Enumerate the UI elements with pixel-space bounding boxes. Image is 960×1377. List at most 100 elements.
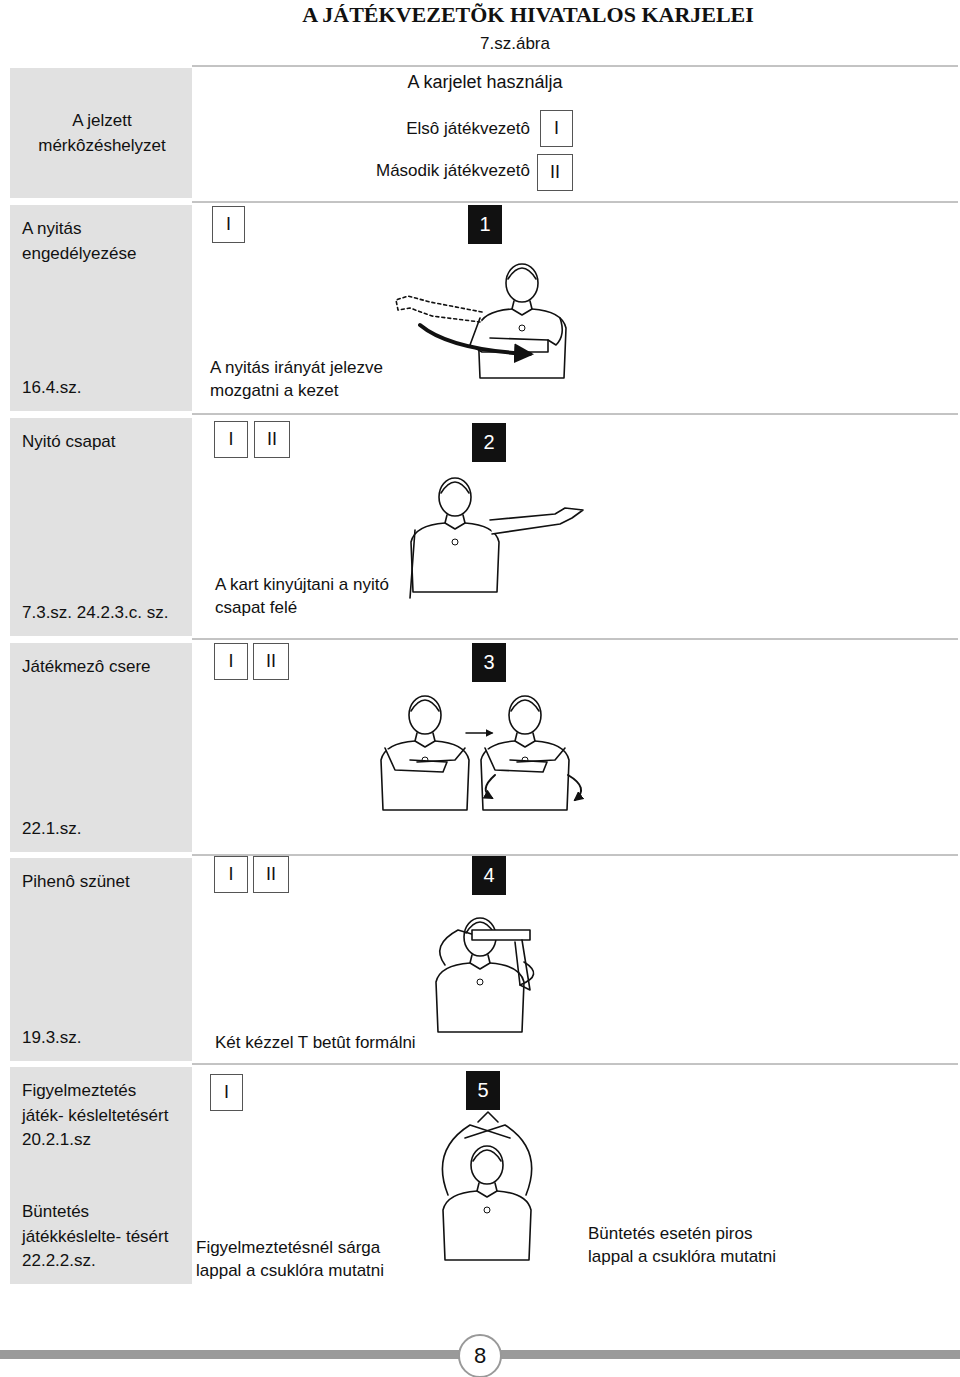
situation-cell: Játékmezô csere 22.1.sz. xyxy=(10,643,192,852)
node-label: I xyxy=(226,214,231,235)
row-rule xyxy=(192,66,958,67)
referee-box: I xyxy=(540,110,573,147)
collar xyxy=(515,733,535,747)
signal-description: Figyelmeztetésnél sárga lappal a csuklór… xyxy=(196,1237,386,1283)
signal-number: 1 xyxy=(468,205,502,244)
forearm-roll xyxy=(385,748,447,772)
node-label: I xyxy=(224,1082,229,1103)
collar xyxy=(512,301,532,315)
torso xyxy=(443,1191,531,1260)
situation-cell: Figyelmeztetés játék- késleltetésért 20.… xyxy=(10,1067,192,1284)
arm-crossed xyxy=(442,1125,510,1195)
whistle xyxy=(452,539,458,545)
torso xyxy=(436,963,524,1032)
referee-figure-4 xyxy=(436,918,534,1032)
node-label: 3 xyxy=(483,651,494,674)
torso xyxy=(381,741,469,810)
hair xyxy=(508,268,536,279)
hair xyxy=(441,482,469,493)
collar xyxy=(470,955,490,969)
signal-number: 2 xyxy=(472,423,506,462)
referee-box: I xyxy=(210,1074,243,1111)
situation-cell: A nyitás engedélyezése 16.4.sz. xyxy=(10,205,192,411)
node-label: Figyelmeztetés játék- késleltetésért 20.… xyxy=(22,1079,182,1153)
node-label: II xyxy=(266,864,276,885)
row-rule xyxy=(192,1064,958,1065)
motion-arrow xyxy=(420,325,530,354)
node-label: A nyitás engedélyezése xyxy=(22,217,182,266)
collar xyxy=(477,1183,497,1197)
situation-cell: Pihenô szünet 19.3.sz. xyxy=(10,858,192,1061)
arm-crossed xyxy=(465,1125,532,1195)
referee-box: I xyxy=(212,206,245,243)
hair xyxy=(411,700,439,711)
node-label: II xyxy=(267,429,277,450)
node-label: 4 xyxy=(483,864,494,887)
node-label: Pihenô szünet xyxy=(22,870,182,895)
arm-other xyxy=(548,318,562,345)
page-title: A JÁTÉKVEZETÕK HIVATALOS KARJELEI xyxy=(200,2,856,28)
torso xyxy=(411,523,499,592)
signal-number: 4 xyxy=(472,856,506,895)
arm-left xyxy=(440,930,475,965)
collar xyxy=(445,515,465,529)
referee-box: II xyxy=(254,421,290,458)
rule-reference: Büntetés játékkéslelte- tésért 22.2.2.sz… xyxy=(22,1200,182,1274)
hair xyxy=(473,1150,501,1161)
referee-figure-1 xyxy=(396,264,566,378)
header-cell: A jelzett mérkôzéshelyzet xyxy=(10,68,192,198)
row-rule xyxy=(192,855,958,856)
head xyxy=(439,478,471,516)
header-note: 7.sz.ábra xyxy=(420,33,610,56)
node-label: 2 xyxy=(483,431,494,454)
referee-figure-3-1 xyxy=(381,696,469,810)
row-rule xyxy=(192,202,958,203)
head xyxy=(471,1146,503,1184)
node-label: II xyxy=(266,651,276,672)
signal-description: A kart kinyújtani a nyitó csapat felé xyxy=(215,574,405,620)
node-label: 5 xyxy=(477,1079,488,1102)
referee-figure-3-2 xyxy=(481,696,569,810)
situation-cell: Nyitó csapat7.3.sz. 24.2.3.c. sz. xyxy=(10,418,192,636)
signal-description: Két kézzel T betût formálni xyxy=(215,1032,475,1055)
referee-box: I xyxy=(214,421,248,458)
rule-reference: 16.4.sz. xyxy=(22,376,182,401)
header-note: Elsô játékvezetô xyxy=(330,118,530,141)
arm-right xyxy=(520,962,534,985)
node-label: Játékmezô csere xyxy=(22,655,182,680)
torso xyxy=(481,741,569,810)
node-label: I xyxy=(228,651,233,672)
whistle xyxy=(484,1207,490,1213)
head xyxy=(506,264,538,302)
swap-arrow xyxy=(466,732,492,734)
node-label: I xyxy=(228,864,233,885)
node-label: I xyxy=(228,429,233,450)
referee-box: II xyxy=(253,643,289,680)
rule-reference: 7.3.sz. 24.2.3.c. sz. xyxy=(22,601,182,626)
referee-box: II xyxy=(253,856,289,893)
hair xyxy=(511,700,539,711)
head xyxy=(409,696,441,734)
wrist xyxy=(478,1112,498,1122)
signal-number: 3 xyxy=(472,643,506,682)
row-rule xyxy=(192,414,958,415)
arm-down xyxy=(410,530,415,598)
hand-horizontal xyxy=(472,930,530,940)
head xyxy=(509,696,541,734)
header-note: Második játékvezetô xyxy=(300,160,530,183)
node-label: 8 xyxy=(474,1343,486,1369)
arm-extended xyxy=(490,508,583,534)
referee-figure-5 xyxy=(442,1112,531,1260)
node-label: II xyxy=(550,162,560,183)
row-rule xyxy=(192,639,958,640)
rule-reference: 19.3.sz. xyxy=(22,1026,182,1051)
referee-box: II xyxy=(537,154,573,191)
rotation-arrow xyxy=(568,775,581,800)
rule-reference: 22.1.sz. xyxy=(22,817,182,842)
whistle xyxy=(477,979,483,985)
collar xyxy=(415,733,435,747)
signal-number: 5 xyxy=(466,1071,500,1110)
forearm-roll xyxy=(517,748,565,762)
forearm-roll xyxy=(485,748,547,772)
signal-description: A nyitás irányát jelezve mozgatni a keze… xyxy=(210,357,410,403)
